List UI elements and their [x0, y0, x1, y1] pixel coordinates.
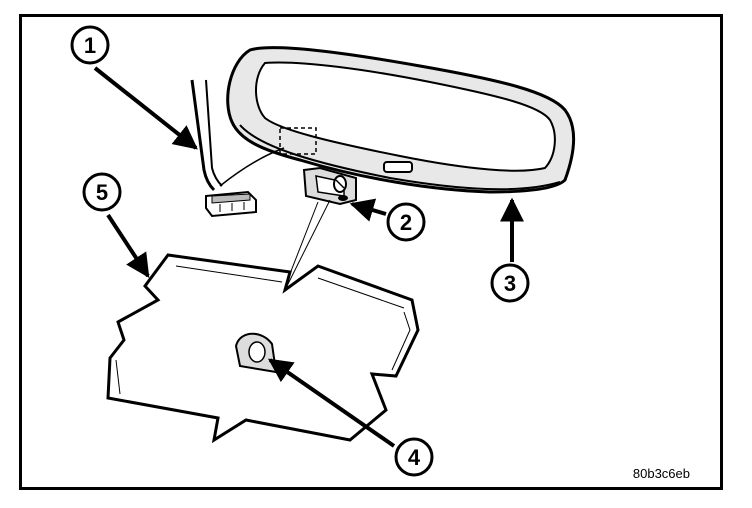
callout-2-arrow [349, 198, 387, 222]
callout-2-circle [386, 202, 426, 242]
wiring-connector [190, 79, 285, 218]
reference-code: 80b3c6eb [633, 466, 690, 481]
callout-1-circle [70, 25, 110, 65]
callout-3-circle [490, 263, 530, 303]
mirror-button [383, 161, 413, 173]
callout-2-label: 2 [400, 210, 412, 235]
callout-4-arrow [268, 358, 396, 448]
callout-3-label: 3 [504, 271, 516, 296]
rearview-mirror [226, 46, 576, 206]
windshield-mounting-button [234, 332, 278, 374]
callout-5-arrow [106, 213, 150, 279]
callout-1-label: 1 [84, 33, 96, 58]
callout-5-label: 5 [96, 180, 108, 205]
mount-screw [333, 175, 348, 201]
callout-5-circle [82, 172, 122, 212]
callout-4-label: 4 [408, 445, 421, 470]
callout-1-arrow [93, 66, 198, 150]
callout-4-circle [394, 437, 434, 477]
